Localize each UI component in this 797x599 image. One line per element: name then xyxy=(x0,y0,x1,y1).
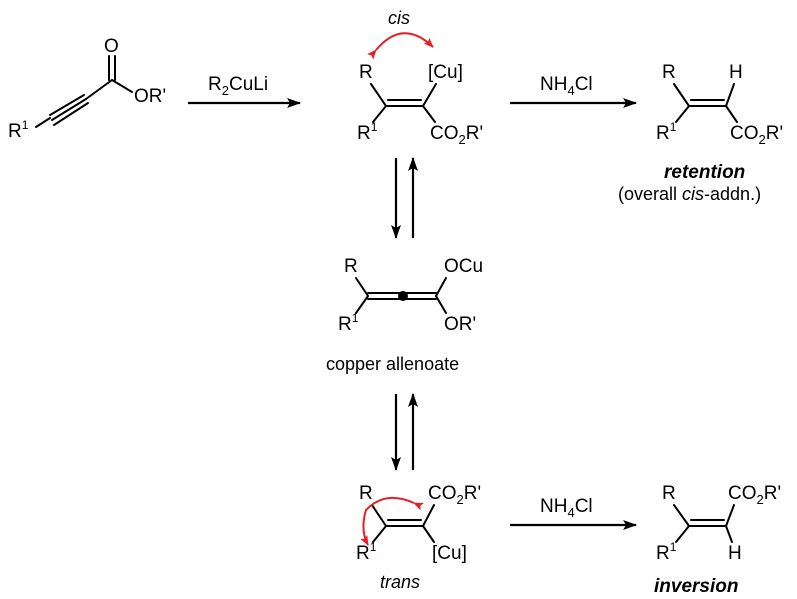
allenoate-r-label: R xyxy=(344,256,358,277)
cis-curved-arrow xyxy=(367,32,434,60)
trans-vinylcopper: R CO2R' R1 [Cu] trans xyxy=(356,483,481,592)
cis-label: cis xyxy=(388,8,410,28)
cis-r-label: R xyxy=(359,62,373,83)
nh4cl-label-1: NH4Cl xyxy=(540,74,593,98)
reagent-r2culi: R2CuLi xyxy=(208,74,268,98)
allenoate-ocu-label: OCu xyxy=(444,256,483,277)
inv-ester-label: CO2R' xyxy=(728,483,781,507)
inversion-title: inversion xyxy=(654,576,738,597)
retention-title: retention xyxy=(664,162,745,183)
trans-curved-arrow xyxy=(360,496,424,546)
reactant-alkynoate: O OR' R1 xyxy=(8,36,166,142)
allenoate-r1-label: R1 xyxy=(338,311,359,335)
cis-r1-label: R1 xyxy=(357,120,378,144)
allenoate-or-label: OR' xyxy=(444,314,476,335)
trans-label: trans xyxy=(380,572,420,592)
quench2-arrow: NH4Cl xyxy=(510,496,637,530)
cis-cu-label: [Cu] xyxy=(428,62,463,83)
step1-arrow: R2CuLi xyxy=(188,74,301,108)
allenoate-caption: copper allenoate xyxy=(326,354,459,374)
equilibrium-arrows-upper xyxy=(391,157,418,239)
trans-cu-label: [Cu] xyxy=(432,543,467,564)
central-carbon-dot xyxy=(398,291,408,301)
carbonyl-o-label: O xyxy=(104,36,119,57)
ret-r1-label: R1 xyxy=(656,120,677,144)
copper-allenoate: R OCu R1 OR' copper allenoate xyxy=(326,256,483,374)
r1-label: R1 xyxy=(8,118,29,142)
ret-ester-label: CO2R' xyxy=(730,123,783,147)
trans-r1-label: R1 xyxy=(356,540,377,564)
cis-ester-label: CO2R' xyxy=(430,123,483,147)
quench1-arrow: NH4Cl xyxy=(510,74,637,108)
product-retention: R H R1 CO2R' retention (overall cis-addn… xyxy=(618,62,783,204)
product-inversion: R CO2R' R1 H inversion xyxy=(654,483,781,597)
ester-or-label: OR' xyxy=(134,86,166,107)
equilibrium-arrows-lower xyxy=(391,393,418,471)
retention-note: (overall cis-addn.) xyxy=(618,184,761,204)
cis-vinylcopper: cis R [Cu] R1 CO2R' xyxy=(357,8,483,147)
inv-r-label: R xyxy=(662,483,676,504)
nh4cl-label-2: NH4Cl xyxy=(540,496,593,520)
trans-r-label: R xyxy=(359,483,373,504)
ret-r-label: R xyxy=(662,62,676,83)
inv-h-label: H xyxy=(728,543,742,564)
ret-h-label: H xyxy=(729,62,743,83)
trans-ester-label: CO2R' xyxy=(428,483,481,507)
inv-r1-label: R1 xyxy=(656,540,677,564)
